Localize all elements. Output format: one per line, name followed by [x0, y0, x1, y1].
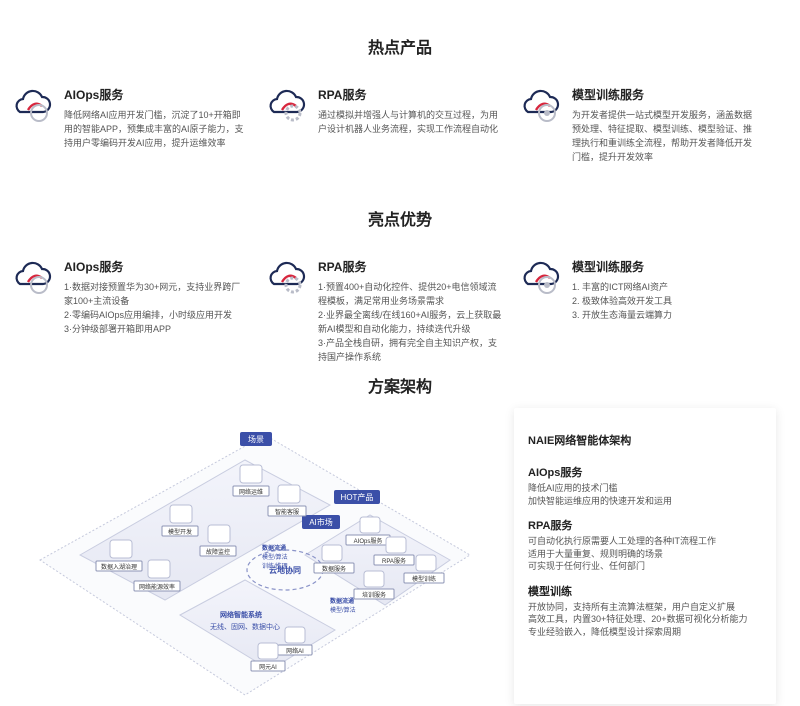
svg-text:模型训练: 模型训练	[412, 575, 436, 583]
svg-text:数据服务: 数据服务	[322, 565, 346, 573]
scene-item: 网络运维	[232, 464, 270, 497]
center-label: 云地协同	[269, 565, 301, 575]
svg-text:RPA服务: RPA服务	[382, 557, 406, 565]
svg-text:网络运维: 网络运维	[239, 488, 263, 496]
svg-text:网元AI: 网元AI	[259, 664, 277, 671]
left-flow-label: 数据流通	[262, 544, 286, 552]
cloud-ai-icon	[15, 261, 52, 294]
panel-group-title: 模型训练	[528, 585, 572, 598]
panel-line: 降低AI应用的技术门槛	[528, 483, 618, 493]
hot-card-desc: 为开发者提供一站式模型开发服务，涵盖数据预处理、特征提取、模型训练、模型验证、推…	[572, 110, 753, 162]
hot-card-desc: 通过模拟并增强人与计算机的交互过程，为用户设计机器人业务流程，实现工作流程自动化	[318, 110, 499, 134]
panel-group-model: 模型训练 开放协同，支持所有主流算法框架，用户自定义扩展 高效工具，内置30+特…	[528, 583, 762, 639]
advantage-card-title: AIOps服务	[64, 260, 124, 274]
hot-card-desc: 降低网络AI应用开发门槛，沉淀了10+开箱即用的智能APP，预集成丰富的AI原子…	[64, 110, 244, 148]
svg-text:智能客服: 智能客服	[275, 508, 299, 516]
svg-text:培训服务: 培训服务	[362, 591, 386, 599]
scene-item: 模型开发	[161, 504, 199, 537]
section-title-architecture: 方案架构	[367, 379, 432, 396]
hot-card-title: 模型训练服务	[572, 88, 645, 102]
svg-text:AIOps服务: AIOps服务	[354, 537, 383, 545]
scene-item: 数据入湖治理	[95, 539, 143, 572]
hot-item: RPA服务	[373, 536, 415, 566]
hot-tag-label: HOT产品	[341, 492, 374, 502]
svg-text:故障监控: 故障监控	[206, 548, 230, 556]
hot-item: 模型训练	[403, 554, 445, 584]
panel-group-aiops: AIOps服务 降低AI应用的技术门槛 加快智能运维应用的快速开发和运用	[528, 464, 762, 507]
svg-text:网络能源效率: 网络能源效率	[139, 583, 175, 591]
svg-text:数据入湖治理: 数据入湖治理	[101, 563, 137, 571]
panel-line: 可实现于任何行业、任何部门	[528, 561, 646, 571]
cloud-model-icon	[523, 89, 560, 122]
panel-line: 可自动化执行原需要人工处理的各种IT流程工作	[528, 536, 716, 546]
panel-line: 加快智能运维应用的快速开发和运用	[528, 495, 673, 506]
cloud-gear-icon	[269, 261, 306, 294]
scene-item: 故障监控	[199, 524, 237, 557]
svg-text:网络AI: 网络AI	[286, 647, 304, 655]
hot-card-title: AIOps服务	[64, 88, 124, 102]
panel-line: 专业经验嵌入，降低模型设计探索周期	[528, 626, 682, 637]
scene-item: 网络能源效率	[133, 559, 181, 592]
cloud-model-icon	[523, 261, 560, 294]
panel-group-rpa: RPA服务 可自动化执行原需要人工处理的各种IT流程工作 适用于大量重复、规则明…	[528, 517, 762, 573]
section-title-advantages: 亮点优势	[367, 212, 432, 229]
network-item: 网络AI	[277, 626, 313, 656]
architecture-panel: NAIE网络智能体架构 AIOps服务 降低AI应用的技术门槛 加快智能运维应用…	[514, 408, 776, 704]
section-title-hot-products: 热点产品	[367, 40, 432, 57]
network-item: 网元AI	[250, 642, 286, 672]
cloud-gear-icon	[269, 89, 306, 122]
hot-tag	[334, 490, 380, 504]
network-system-title: 网络智能系统	[220, 610, 262, 619]
ai-market-tag-label: AI市场	[309, 517, 333, 527]
scene-tag	[240, 432, 272, 446]
advantage-card-title: RPA服务	[318, 260, 367, 274]
scene-item: 智能客服	[267, 484, 307, 517]
right-flow-label: 数据流通	[330, 597, 354, 605]
ai-market-tag	[302, 515, 340, 529]
hot-item: 培训服务	[353, 570, 395, 600]
panel-group-title: AIOps服务	[528, 467, 583, 479]
left-flow-label: 训练/推理	[262, 562, 288, 570]
architecture-panel-title: NAIE网络智能体架构	[528, 435, 632, 447]
panel-group-title: RPA服务	[528, 520, 573, 532]
panel-line: 适用于大量重复、规则明确的场景	[528, 548, 664, 559]
hot-item: AIOps服务	[345, 516, 391, 546]
hot-card-title: RPA服务	[318, 88, 367, 102]
network-system-sub: 无线、固网、数据中心	[210, 622, 280, 631]
svg-text:模型开发: 模型开发	[168, 528, 192, 536]
scene-tag-label: 场景	[248, 435, 264, 444]
advantage-card-title: 模型训练服务	[572, 260, 645, 274]
hot-item: 数据服务	[313, 544, 355, 574]
cloud-ai-icon	[15, 89, 52, 122]
right-flow-label: 模型/算法	[330, 606, 356, 614]
left-flow-label: 模型/算法	[262, 553, 288, 561]
architecture-diagram: 云地协同 场景 HOT产品 AI市场 网络运维 智能客服 模型开发 故障监控 数…	[39, 432, 471, 696]
panel-line: 高效工具，内置30+特征处理、20+数据可视化分析能力	[528, 614, 748, 624]
panel-line: 开放协同，支持所有主流算法框架，用户自定义扩展	[528, 601, 736, 612]
